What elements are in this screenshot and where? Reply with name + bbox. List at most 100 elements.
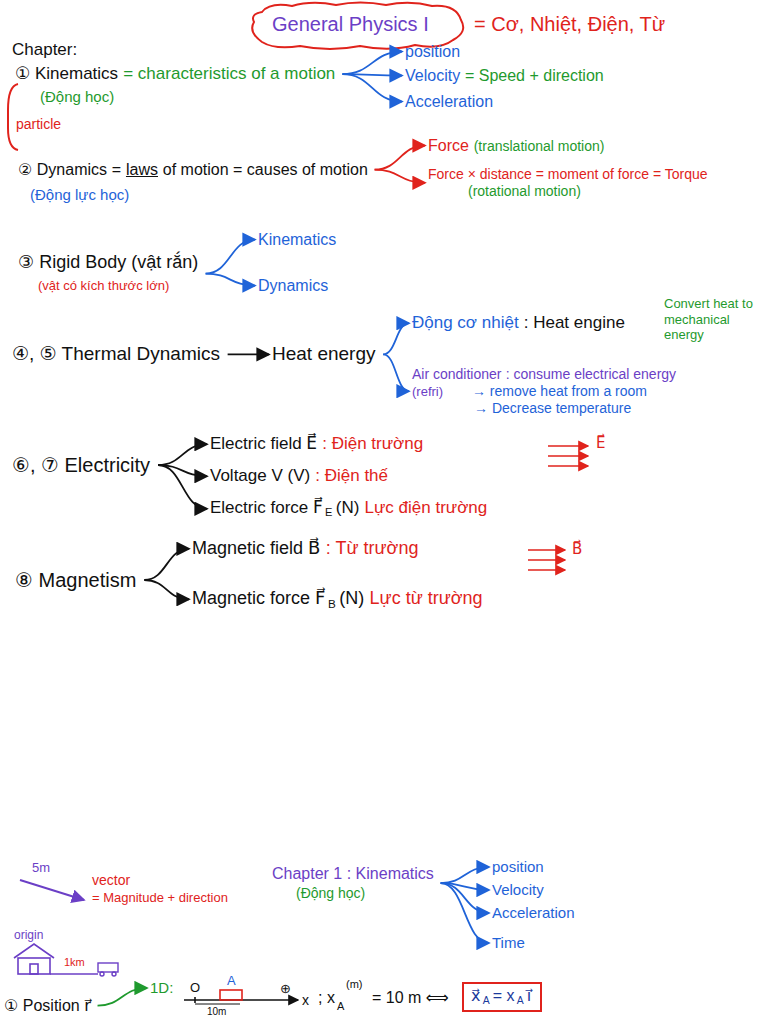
section-heading: Chapter: bbox=[12, 40, 77, 60]
subscript: A bbox=[483, 995, 490, 1006]
side-note: particle bbox=[16, 116, 61, 133]
text-row: Electric field E⃗: Điện trường bbox=[210, 434, 428, 454]
house-icon bbox=[14, 944, 54, 974]
node-text: (rotational motion) bbox=[468, 183, 581, 199]
branch-item: Acceleration bbox=[405, 92, 498, 111]
text-row: ③ Rigid Body (vật rắn) bbox=[18, 252, 204, 274]
chapter-topic: ⑥, ⑦ Electricity bbox=[12, 453, 156, 477]
vector-arrow bbox=[20, 880, 84, 900]
field-line bbox=[548, 455, 588, 457]
formula-unit: (m) bbox=[346, 978, 363, 991]
node-text: Time bbox=[492, 934, 525, 951]
text-row: Electric force F⃗E(N)Lực điện trường bbox=[210, 498, 492, 520]
branch-arrow bbox=[206, 240, 255, 274]
text-row: 1D: bbox=[150, 979, 178, 997]
chapter-topic: ② Dynamics=lawsof motion = causes of mot… bbox=[18, 160, 373, 179]
house-roof bbox=[14, 944, 54, 958]
branch-arrow bbox=[441, 883, 489, 943]
car-box bbox=[220, 990, 242, 1000]
subscript: A bbox=[517, 995, 524, 1006]
branch-arrow bbox=[158, 465, 207, 509]
node-text: Acceleration bbox=[492, 904, 575, 921]
node-text: Dynamics bbox=[258, 277, 328, 294]
node-text: (translational motion) bbox=[474, 138, 605, 154]
node-text: ④, ⑤ Thermal Dynamics bbox=[12, 343, 220, 364]
chapter-topic: ⑧ Magnetism bbox=[15, 568, 142, 592]
text-row: Acceleration bbox=[405, 92, 498, 111]
branch-item: Dynamics bbox=[258, 276, 333, 295]
house-door bbox=[30, 964, 38, 974]
text-row: Force × distance = moment of force = Tor… bbox=[428, 166, 712, 183]
text-row: Magnetic field B⃗: Từ trường bbox=[192, 538, 424, 560]
text-row: Velocity= Speed + direction bbox=[405, 66, 609, 85]
chapter-topic: ① Kinematics = characteristics of a motio… bbox=[15, 64, 340, 84]
node-text: Kinematics bbox=[258, 231, 336, 248]
subscript: B bbox=[328, 597, 336, 610]
node-text: Magnetic force F⃗ bbox=[192, 588, 325, 608]
node-text: = x bbox=[493, 987, 515, 1004]
definition-note: = Magnitude + direction bbox=[92, 890, 228, 906]
node-text: : Heat engine bbox=[524, 313, 625, 332]
text-row: Magnetic force F⃗B(N)Lực từ trường bbox=[192, 588, 488, 611]
branch-item: Time bbox=[492, 934, 529, 952]
distance-label: 1km bbox=[64, 956, 85, 969]
field-line bbox=[528, 569, 565, 571]
node-text: x⃗ bbox=[471, 987, 480, 1004]
branch-item: position bbox=[492, 858, 548, 876]
title-cloud bbox=[252, 3, 463, 50]
chapter-topic: ④, ⑤ Thermal Dynamics bbox=[12, 343, 226, 366]
origin-tick bbox=[194, 997, 196, 1003]
text-row: x⃗A= xAi⃗ bbox=[471, 986, 536, 1008]
text-row: Acceleration bbox=[492, 904, 579, 922]
node-text: Electric force F⃗ bbox=[210, 498, 323, 517]
node-text: : consume electrical energy bbox=[506, 366, 676, 382]
node-text: ① Kinematics bbox=[15, 64, 118, 83]
branch-arrow bbox=[441, 867, 489, 883]
car-body bbox=[98, 963, 118, 972]
field-line bbox=[528, 559, 565, 561]
text-row: ① Kinematics = characteristics of a motio… bbox=[15, 64, 340, 84]
node-text: → Decrease temperature bbox=[474, 400, 631, 416]
side-note: Convert heat to mechanical energy bbox=[664, 296, 764, 343]
branch-item: Acceleration bbox=[492, 904, 579, 922]
symbol-label: E⃗ bbox=[596, 434, 605, 452]
node-text: = characteristics of a motion bbox=[123, 64, 335, 83]
text-row: Chapter 1 : Kinematics bbox=[272, 864, 439, 883]
text-row: (Động học) bbox=[296, 883, 439, 902]
text-row: Dynamics bbox=[258, 276, 333, 295]
car-wheel bbox=[100, 972, 104, 976]
node-text: Lực điện trường bbox=[364, 498, 487, 517]
chapter-topic: Chapter 1 : Kinematics(Động học) bbox=[272, 864, 439, 902]
branch-item: Động cơ nhiệt: Heat engine bbox=[412, 313, 630, 333]
formula-box: x⃗A= xAi⃗ bbox=[462, 982, 542, 1012]
text-row: → Decrease temperature bbox=[474, 400, 680, 417]
branch-arrow bbox=[206, 274, 255, 286]
node-text: ③ Rigid Body (vật rắn) bbox=[18, 252, 198, 272]
text-row: ⑥, ⑦ Electricity bbox=[12, 453, 156, 477]
concept-item: Heat energy bbox=[272, 343, 381, 366]
field-line bbox=[548, 465, 588, 467]
symbol-label: B⃗ bbox=[572, 540, 582, 558]
field-lines bbox=[548, 446, 588, 466]
branch-item: position bbox=[405, 42, 465, 61]
branch-arrow bbox=[342, 52, 402, 75]
node-text: = bbox=[112, 161, 121, 178]
text-row: Air conditioner: consume electrical ener… bbox=[412, 366, 680, 383]
node-text: ① Position r⃗ bbox=[4, 997, 91, 1014]
node-text: (vật có kích thước lớn) bbox=[38, 278, 169, 293]
branch-arrow bbox=[375, 170, 425, 183]
branch-item: Electric field E⃗: Điện trường bbox=[210, 434, 428, 454]
branch-arrow bbox=[375, 146, 425, 170]
node-text: : Điện thế bbox=[315, 466, 388, 485]
section-heading: ① Position r⃗ bbox=[4, 996, 96, 1015]
node-text: position bbox=[492, 858, 544, 875]
branch-arrow bbox=[441, 883, 489, 913]
translation-note: (Động học) bbox=[40, 88, 114, 106]
node-text: Electric field E⃗ bbox=[210, 434, 317, 453]
page-title: General Physics I bbox=[272, 12, 429, 36]
node-text: Velocity bbox=[405, 67, 460, 84]
car-icon bbox=[98, 963, 118, 976]
branch-item: Velocity= Speed + direction bbox=[405, 66, 609, 85]
branch-item: Magnetic force F⃗B(N)Lực từ trường bbox=[192, 588, 488, 611]
term-label: vector bbox=[92, 872, 130, 889]
